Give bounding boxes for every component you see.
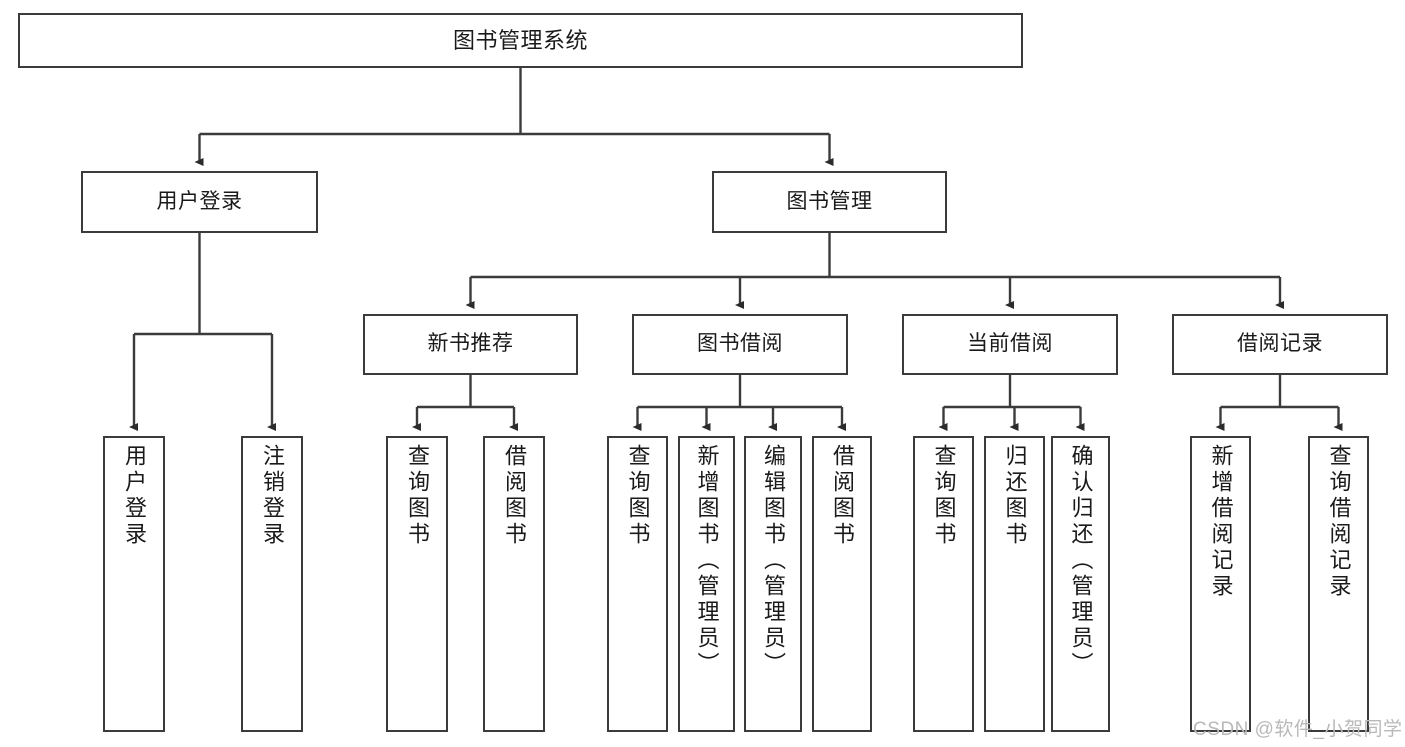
node-label: 借阅记录 [1237, 332, 1323, 356]
node-leaf-add-book[interactable]: 新增图书（管理员） [678, 436, 735, 732]
node-label: 图书管理系统 [452, 27, 588, 53]
node-user-login[interactable]: 用户登录 [81, 171, 318, 233]
node-leaf-user-logout[interactable]: 注销登录 [241, 436, 303, 732]
node-leaf-borrow-book-2[interactable]: 借阅图书 [812, 436, 872, 732]
node-label: 查询借阅记录 [1326, 444, 1352, 600]
node-leaf-query-book-1[interactable]: 查询图书 [386, 436, 448, 732]
node-leaf-user-login[interactable]: 用户登录 [103, 436, 165, 732]
node-label: 查询图书 [625, 444, 651, 548]
node-label: 注销登录 [260, 444, 285, 548]
node-label: 新书推荐 [427, 332, 514, 356]
node-current-borrow[interactable]: 当前借阅 [902, 314, 1118, 375]
node-label: 当前借阅 [967, 332, 1053, 356]
node-leaf-confirm-return[interactable]: 确认归还（管理员） [1051, 436, 1110, 732]
node-label: 图书借阅 [697, 332, 783, 356]
node-leaf-add-record[interactable]: 新增借阅记录 [1190, 436, 1251, 732]
csdn-watermark: CSDN @软件_小贺同学 [1193, 719, 1403, 740]
node-book-manage[interactable]: 图书管理 [712, 171, 947, 233]
node-borrow-record[interactable]: 借阅记录 [1172, 314, 1388, 375]
node-label: 新增借阅记录 [1208, 444, 1234, 600]
node-label: 用户登录 [156, 189, 243, 213]
node-label: 查询图书 [405, 444, 430, 548]
node-book-borrow[interactable]: 图书借阅 [632, 314, 848, 375]
node-label: 新增图书（管理员） [694, 444, 720, 678]
node-leaf-return-book[interactable]: 归还图书 [984, 436, 1045, 732]
node-leaf-edit-book[interactable]: 编辑图书（管理员） [744, 436, 802, 732]
node-leaf-query-book-3[interactable]: 查询图书 [913, 436, 974, 732]
node-label: 借阅图书 [502, 444, 527, 548]
node-new-book-recommend[interactable]: 新书推荐 [363, 314, 578, 375]
node-label: 借阅图书 [830, 444, 855, 548]
node-label: 编辑图书（管理员） [761, 444, 786, 678]
node-label: 归还图书 [1002, 444, 1028, 548]
node-label: 查询图书 [931, 444, 957, 548]
node-root[interactable]: 图书管理系统 [18, 13, 1023, 68]
node-label: 图书管理 [786, 189, 873, 213]
node-leaf-query-book-2[interactable]: 查询图书 [607, 436, 668, 732]
node-label: 确认归还（管理员） [1068, 444, 1094, 678]
node-label: 用户登录 [122, 444, 147, 548]
node-leaf-borrow-book-1[interactable]: 借阅图书 [483, 436, 545, 732]
node-leaf-query-record[interactable]: 查询借阅记录 [1308, 436, 1369, 732]
